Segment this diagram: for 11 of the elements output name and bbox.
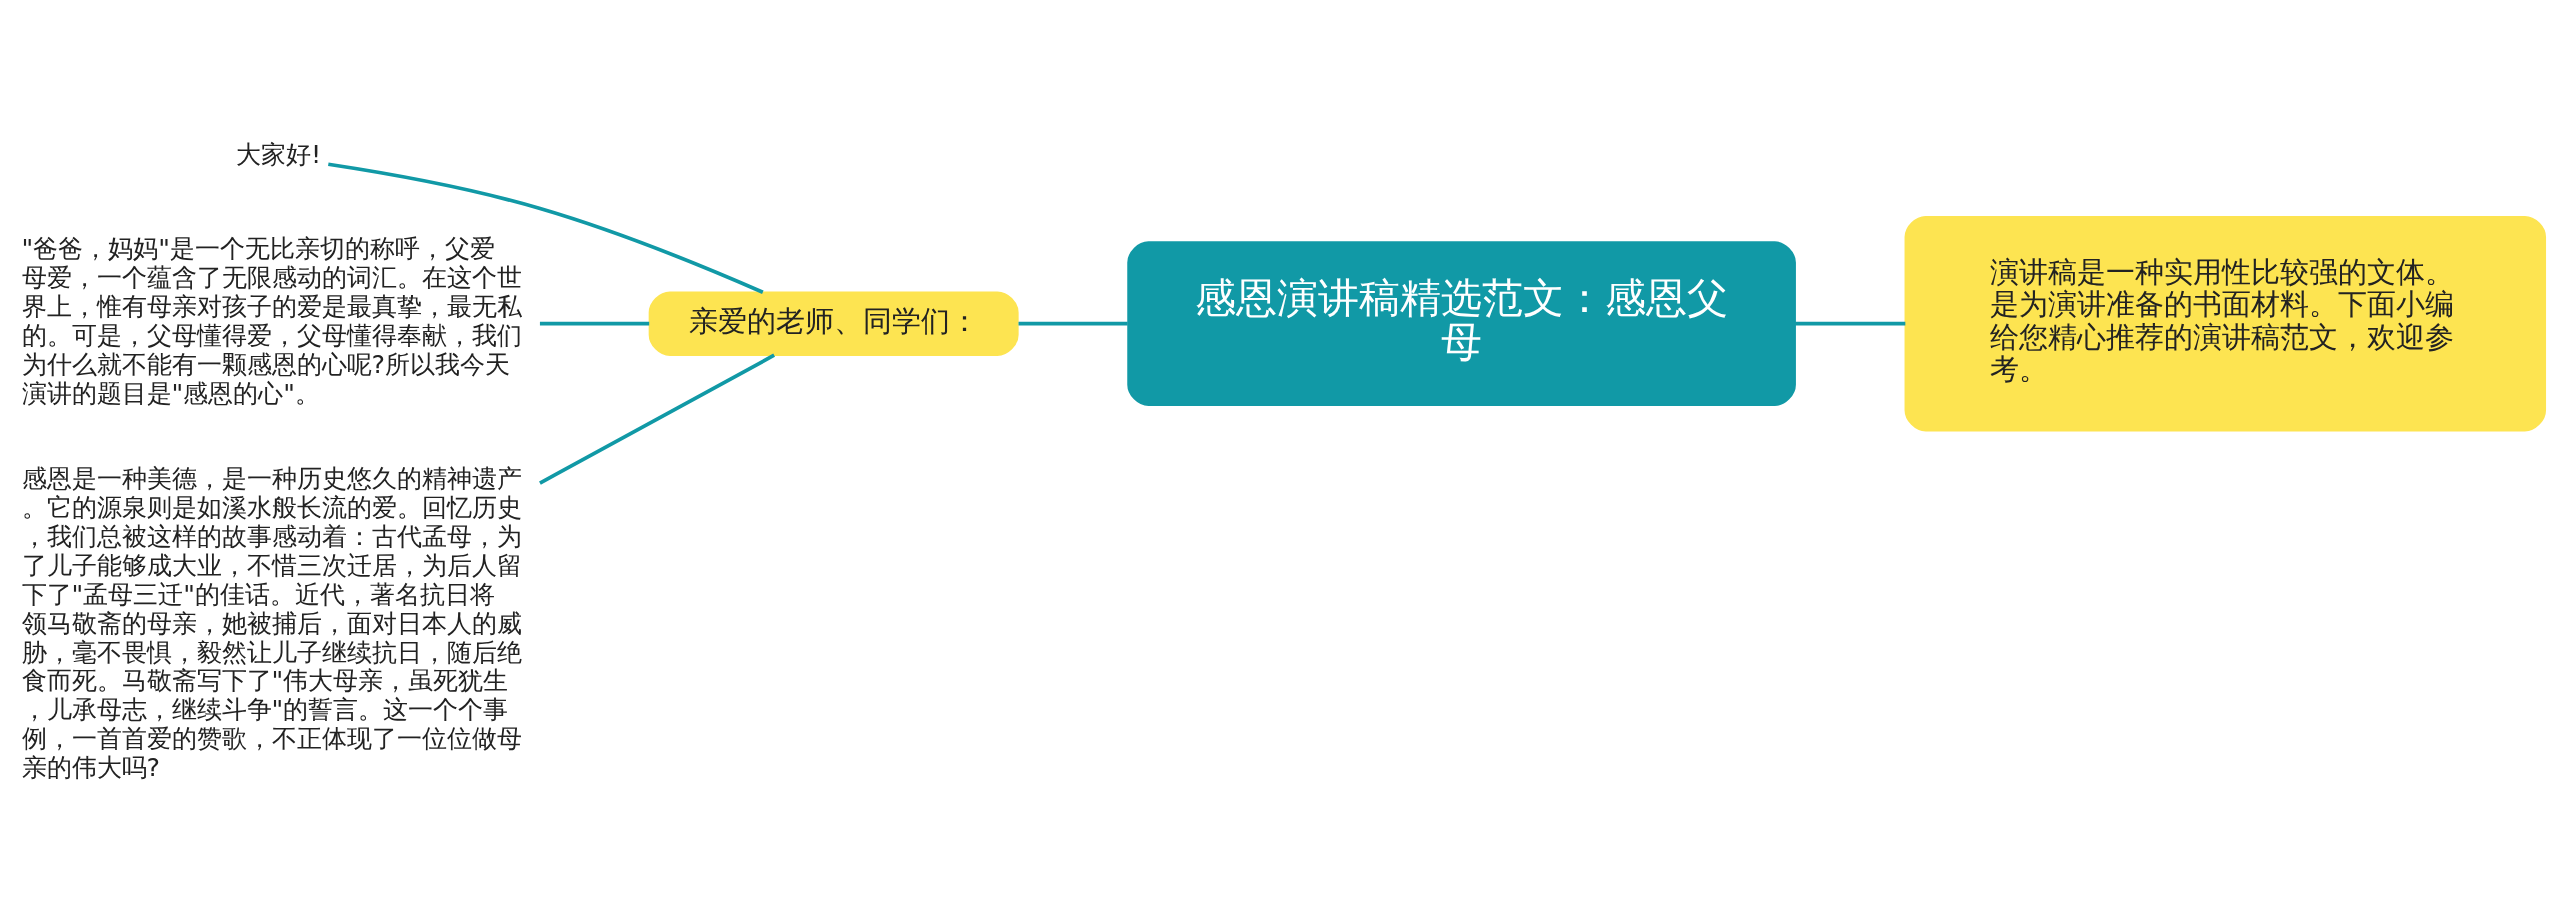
node-text: 大家好! xyxy=(235,138,322,169)
connector xyxy=(1018,321,1128,325)
connector xyxy=(328,161,764,294)
node-text: "爸爸，妈妈"是一个无比亲切的称呼，父爱母爱，一个蕴含了无限感动的词汇。在这个世界上，惟有母亲对孩子的爱是最真挚，最无私的。可是，父母懂得爱，父母懂得奉献，我们为什么就不能有一颗感恩的心呢?所以我今天演讲的题目是"感恩的心"。 xyxy=(21,232,522,408)
connector xyxy=(539,321,650,325)
node-box: 演讲稿是一种实用性比较强的文体。是为演讲准备的书面材料。下面小编给您精心推荐的演讲稿范文，欢迎参考。 xyxy=(1904,215,2547,431)
node-box: 感恩演讲稿精选范文：感恩父母 xyxy=(1127,240,1796,406)
connector xyxy=(539,353,776,485)
node-box: 亲爱的老师、同学们： xyxy=(648,290,1019,356)
connector xyxy=(1795,321,1906,325)
node-text: 感恩是一种美德，是一种历史悠久的精神遗产。它的源泉则是如溪水般长流的爱。回忆历史，我们总被这样的故事感动着：古代孟母，为了儿子能够成大业，不惜三次迁居，为后人留下了"孟母三迁"的佳话。近代，著名抗日将领马敬斋的母亲，她被捕后，面对日本人的威胁，毫不畏惧，毅然让儿子继续抗日，随后绝食而死。马敬斋写下了"伟大母亲，虽死犹生，儿承母志，继续斗争"的誓言。这一个个事例，一首首爱的赞歌，不正体现了一位位做母亲的伟大吗? xyxy=(21,462,522,782)
